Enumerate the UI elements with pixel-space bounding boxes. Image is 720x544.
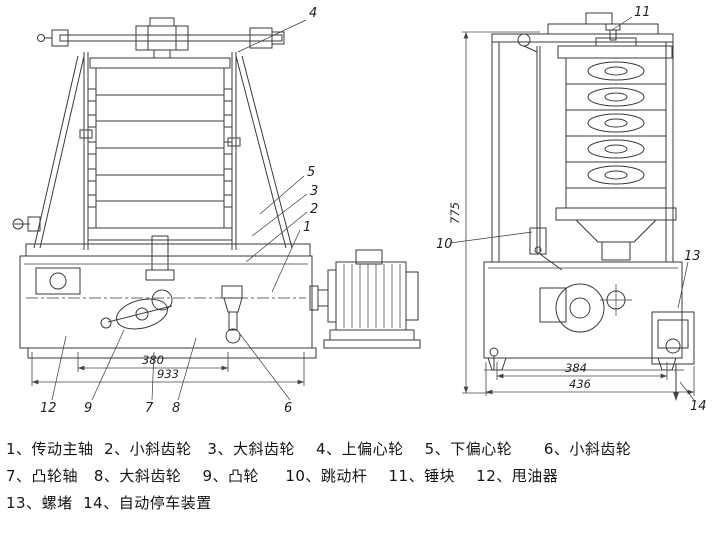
upper-eccentric-assembly (37, 17, 285, 59)
sieve-stack-front (87, 57, 233, 241)
front-callout-labels: 4 5 3 2 1 12 9 7 8 6 (40, 6, 318, 416)
hammer-assembly (516, 12, 659, 47)
dim-933: 933 (157, 367, 179, 381)
callout-11: 11 (634, 5, 651, 20)
motor (309, 249, 421, 349)
front-view: 380 933 4 5 3 2 1 12 9 7 8 (12, 6, 421, 416)
callout-7: 7 (145, 401, 154, 416)
dim-436: 436 (569, 377, 591, 391)
side-callout-labels: 11 10 13 14 (436, 5, 707, 414)
auto-stop-device (651, 311, 695, 401)
side-dimensions: 775 384 436 (448, 31, 695, 396)
callout-5: 5 (307, 165, 315, 180)
callout-9: 9 (84, 401, 92, 416)
sieve-stack-side (555, 23, 677, 261)
dim-380: 380 (142, 353, 164, 367)
dim-775: 775 (448, 202, 462, 224)
front-dimensions: 380 933 (31, 352, 305, 386)
callout-12: 12 (40, 401, 57, 416)
technical-drawing: 380 933 4 5 3 2 1 12 9 7 8 (12, 5, 707, 416)
support-frame-front (12, 52, 293, 250)
legend-line-3: 13、螺堵 14、自动停车装置 (6, 494, 212, 512)
side-view: 775 384 436 11 10 13 14 (436, 5, 707, 414)
legend-line-1: 1、传动主轴 2、小斜齿轮 3、大斜齿轮 4、上偏心轮 5、下偏心轮 6、小斜齿… (6, 440, 632, 458)
callout-13: 13 (684, 249, 701, 264)
callout-10: 10 (436, 237, 453, 252)
callout-8: 8 (172, 401, 180, 416)
front-callout-leaders (51, 19, 308, 401)
base-housing-side (483, 261, 684, 371)
side-callout-leaders (449, 16, 695, 401)
callout-3: 3 (310, 184, 318, 199)
legend-line-2: 7、凸轮轴 8、大斜齿轮 9、凸轮 10、跳动杆 11、锤块 12、甩油器 (6, 467, 559, 485)
callout-2: 2 (310, 202, 318, 217)
base-housing-front (19, 235, 317, 359)
callout-4: 4 (309, 6, 317, 21)
callout-6: 6 (284, 401, 292, 416)
jump-rod (523, 45, 563, 271)
callout-14: 14 (690, 399, 707, 414)
parts-legend: 1、传动主轴 2、小斜齿轮 3、大斜齿轮 4、上偏心轮 5、下偏心轮 6、小斜齿… (6, 436, 631, 517)
dim-384: 384 (565, 361, 587, 375)
callout-1: 1 (303, 220, 311, 235)
side-frame (491, 33, 674, 262)
